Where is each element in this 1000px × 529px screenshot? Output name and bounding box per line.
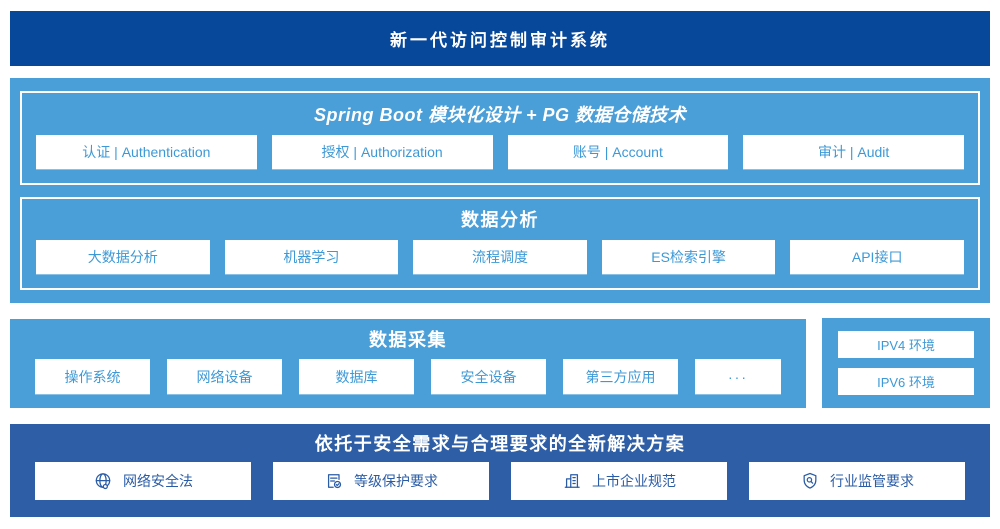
analysis-button-label: 机器学习 xyxy=(283,249,340,265)
module-button[interactable]: 授权 | Authorization xyxy=(271,134,493,169)
module-button[interactable]: 账号 | Account xyxy=(507,134,729,169)
module-button-label: 账号 | Account xyxy=(572,143,663,160)
modules-band-title: Spring Boot 模块化设计 + PG 数据仓储技术 xyxy=(313,104,686,125)
document-check-icon xyxy=(324,471,344,491)
collection-band-row: 操作系统 网络设备 数据库 安全设备 第三方应用 xyxy=(10,359,806,408)
module-button-label: 审计 | Audit xyxy=(817,143,890,160)
modules-band-row: 认证 | Authentication 授权 | Authorization 账… xyxy=(22,134,978,183)
collection-button[interactable]: 第三方应用 xyxy=(563,359,678,394)
network-environment-button[interactable]: IPV4 环境 xyxy=(838,331,974,358)
solution-button-label: 上市企业规范 xyxy=(592,473,676,489)
analysis-band-title: 数据分析 xyxy=(461,210,539,231)
collection-button-label: 安全设备 xyxy=(460,368,517,385)
building-icon xyxy=(562,471,582,491)
network-environment-button[interactable]: IPV6 环境 xyxy=(838,368,974,395)
solution-band-row: 网络安全法 等级保护要求 上市企业规范 行业监管要求 xyxy=(10,462,990,517)
collection-button[interactable]: 网络设备 xyxy=(167,359,282,394)
collection-button[interactable]: ··· xyxy=(695,359,781,394)
page-title: 新一代访问控制审计系统 xyxy=(390,31,610,50)
module-button[interactable]: 审计 | Audit xyxy=(743,134,964,169)
analysis-button-label: 流程调度 xyxy=(471,249,528,265)
module-button-label: 授权 | Authorization xyxy=(321,143,443,160)
module-button[interactable]: 认证 | Authentication xyxy=(36,134,257,169)
collection-button-label: 数据库 xyxy=(335,368,378,385)
analysis-band: 数据分析 大数据分析 机器学习 流程调度 ES检索 xyxy=(20,196,980,290)
analysis-button[interactable]: 大数据分析 xyxy=(36,240,210,274)
modules-band: Spring Boot 模块化设计 + PG 数据仓储技术 认证 | Authe… xyxy=(20,91,980,185)
solution-button[interactable]: 网络安全法 xyxy=(35,462,251,500)
network-environment-box: IPV4 环境 IPV6 环境 xyxy=(822,318,990,408)
module-button-label: 认证 | Authentication xyxy=(82,143,211,160)
collection-button-label: 第三方应用 xyxy=(585,368,656,385)
collection-button-label: 操作系统 xyxy=(64,368,121,385)
network-environment-label: IPV4 环境 xyxy=(877,338,935,353)
collection-band-title: 数据采集 xyxy=(369,330,447,350)
analysis-button-label: ES检索引擎 xyxy=(651,249,726,265)
solution-button[interactable]: 上市企业规范 xyxy=(511,462,727,500)
solution-button[interactable]: 等级保护要求 xyxy=(273,462,489,500)
collection-band: 数据采集 操作系统 网络设备 数据库 安全设备 xyxy=(10,319,806,408)
shield-search-icon xyxy=(800,471,820,491)
solution-band-title: 依托于安全需求与合理要求的全新解决方案 xyxy=(314,434,686,454)
solution-band: 依托于安全需求与合理要求的全新解决方案 网络安全法 等级保护要求 上市企业规范 xyxy=(10,424,990,517)
solution-button-label: 行业监管要求 xyxy=(830,473,914,489)
header-banner: 新一代访问控制审计系统 xyxy=(10,11,990,66)
collection-button[interactable]: 数据库 xyxy=(299,359,414,394)
solution-button[interactable]: 行业监管要求 xyxy=(749,462,965,500)
analysis-button-label: API接口 xyxy=(851,249,903,265)
collection-button[interactable]: 安全设备 xyxy=(431,359,546,394)
collection-button[interactable]: 操作系统 xyxy=(35,359,150,394)
analysis-button-label: 大数据分析 xyxy=(87,249,158,265)
analysis-band-row: 大数据分析 机器学习 流程调度 ES检索引擎 API接口 xyxy=(22,240,978,288)
analysis-button[interactable]: 流程调度 xyxy=(413,240,587,274)
solution-button-label: 等级保护要求 xyxy=(354,473,438,489)
globe-icon xyxy=(93,471,113,491)
analysis-button[interactable]: ES检索引擎 xyxy=(601,240,776,274)
collection-button-label: 网络设备 xyxy=(196,368,253,385)
analysis-button[interactable]: 机器学习 xyxy=(224,240,399,274)
network-environment-label: IPV6 环境 xyxy=(877,375,935,390)
analysis-button[interactable]: API接口 xyxy=(790,240,964,274)
collection-button-label: ··· xyxy=(728,368,748,385)
platform-container: Spring Boot 模块化设计 + PG 数据仓储技术 认证 | Authe… xyxy=(10,78,990,303)
solution-button-label: 网络安全法 xyxy=(123,473,193,489)
